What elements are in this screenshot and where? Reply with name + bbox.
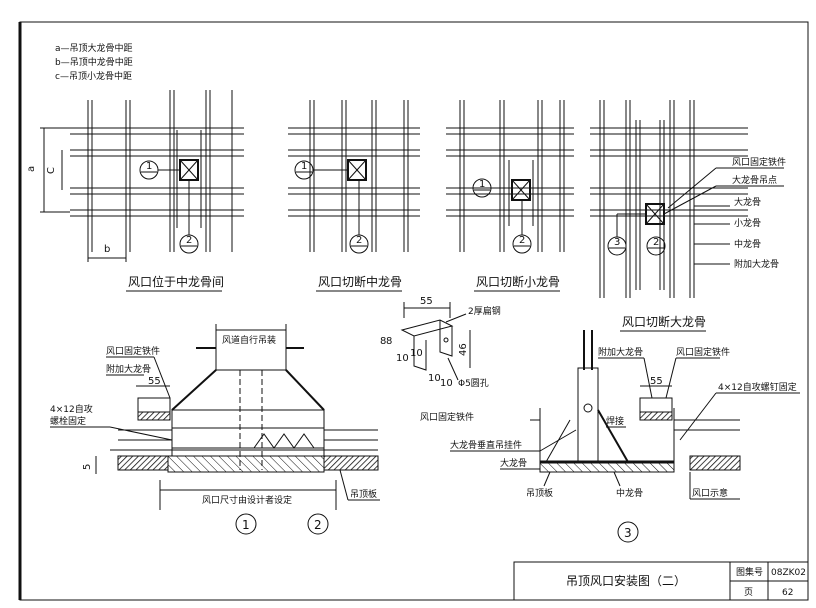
bracket-dim-8b: 8 [386,336,392,347]
dim-b: b [104,244,110,255]
dim-a: a [26,166,37,172]
plan-1-caption: 风口位于中龙骨间 [128,274,224,289]
vent-size-note: 风口尺寸由设计者设定 [202,494,292,506]
dim-55-left: 55 [148,376,161,387]
bracket-dim-10a: 10 [396,353,409,364]
section-1-2: 风道自行吊装 55 风口固定铁件 附加大龙骨 4×12自攻 螺栓固定 [50,324,380,535]
bracket-title: 风口固定铁件 [420,411,474,423]
dim-5: 5 [82,464,93,470]
dim-c: C [46,167,57,174]
marker-2: 2 [356,235,362,246]
bracket-dim-46: 46 [458,343,469,356]
extra-main-label-left: 附加大龙骨 [106,363,151,375]
s3-main-label: 大龙骨 [500,457,527,469]
ceiling-board-label: 吊顶板 [350,488,377,500]
marker-1: 1 [301,161,307,172]
section-label-1: 1 [242,518,250,532]
p4-fix-iron-label: 风口固定铁件 [732,156,786,168]
atlas-label: 图集号 [736,566,763,578]
legend: a—吊顶大龙骨中距 b—吊顶中龙骨中距 c—吊顶小龙骨中距 [55,42,133,82]
marker-2: 2 [519,235,525,246]
section-label-3: 3 [624,526,632,540]
s3-extra-main-label: 附加大龙骨 [598,346,643,358]
bracket-detail: 55 2厚扁钢 8 8 10 10 46 10 10 Φ5圆孔 风口固定铁件 [380,296,501,423]
drawing-title: 吊顶风口安装图（二） [566,573,686,588]
flat-steel-label: 2厚扁钢 [468,305,501,317]
page-value: 62 [782,588,793,598]
hole-label: Φ5圆孔 [458,378,489,389]
plan-3: 1 2 风口切断小龙骨 [446,100,574,292]
marker-1: 1 [146,161,152,172]
s3-screw-label: 4×12自攻螺钉固定 [718,381,797,393]
marker-2: 2 [653,237,659,248]
title-block: 吊顶风口安装图（二） 图集号 08ZK02 页 62 [513,561,809,601]
section-label-2: 2 [314,518,322,532]
s3-fix-iron-label: 风口固定铁件 [676,346,730,358]
screw-label-1: 4×12自攻 [50,403,93,415]
p4-main-runner-label: 大龙骨 [734,196,761,208]
plan-2-caption: 风口切断中龙骨 [318,274,402,289]
atlas-value: 08ZK02 [771,568,806,578]
p4-extra-main-label: 附加大龙骨 [734,258,779,270]
bracket-dim-10b: 10 [410,348,423,359]
marker-3: 3 [614,237,620,248]
marker-2: 2 [186,235,192,246]
duct-hung-label: 风道自行吊装 [222,334,276,346]
bracket-dim-10c: 10 [428,373,441,384]
p4-main-hanger-label: 大龙骨吊点 [732,174,777,186]
section-3: 55 附加大龙骨 风口固定铁件 4×12自攻螺钉固定 焊接 大龙骨垂直吊挂件 大… [450,330,800,543]
plan-2: 1 2 风口切断中龙骨 [288,100,420,292]
legend-a: a—吊顶大龙骨中距 [55,42,133,54]
p4-small-runner-label: 小龙骨 [734,217,761,229]
bracket-dim-10d: 10 [440,378,453,389]
s3-mid-label: 中龙骨 [616,487,643,499]
plan-4: 3 2 风口固定铁件 大龙骨吊点 大龙骨 小龙骨 中龙骨 附加大龙骨 风口切断大… [590,100,786,332]
s3-board-label: 吊顶板 [526,487,553,499]
bracket-dim-8: 8 [380,336,386,347]
dim-55-right: 55 [650,376,663,387]
s3-hanger-label: 大龙骨垂直吊挂件 [450,439,522,451]
fix-iron-label-left: 风口固定铁件 [106,345,160,357]
marker-1: 1 [479,179,485,190]
bracket-dim-55: 55 [420,296,433,307]
plan-3-caption: 风口切断小龙骨 [476,274,560,289]
s3-weld-label: 焊接 [606,415,624,427]
s3-vent-label: 风口示意 [692,487,728,499]
page-label: 页 [744,587,753,598]
plan-4-caption: 风口切断大龙骨 [622,314,706,329]
screw-label-2: 螺栓固定 [50,415,86,427]
legend-c: c—吊顶小龙骨中距 [55,70,132,82]
legend-b: b—吊顶中龙骨中距 [55,56,133,68]
p4-mid-runner-label: 中龙骨 [734,238,761,250]
plan-1: a C b 1 2 风口位于中龙骨间 [26,90,244,292]
